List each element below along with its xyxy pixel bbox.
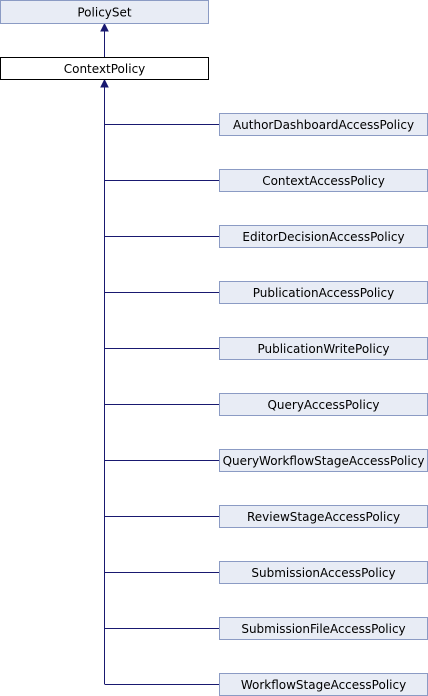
node-submissionaccesspolicy[interactable]: SubmissionAccessPolicy [219, 561, 428, 584]
node-contextaccesspolicy[interactable]: ContextAccessPolicy [219, 169, 428, 192]
node-editordecisionaccesspolicy-label: EditorDecisionAccessPolicy [242, 230, 404, 244]
arrowhead-policyset [100, 22, 109, 32]
node-editordecisionaccesspolicy[interactable]: EditorDecisionAccessPolicy [219, 225, 428, 248]
node-contextaccesspolicy-label: ContextAccessPolicy [262, 174, 385, 188]
node-policyset-box [0, 0, 209, 24]
node-publicationwritepolicy[interactable]: PublicationWritePolicy [219, 337, 428, 360]
node-contextpolicy[interactable]: ContextPolicy [0, 57, 209, 80]
node-queryworkflowstageaccesspolicy-label: QueryWorkflowStageAccessPolicy [223, 454, 425, 468]
node-publicationaccesspolicy-label: PublicationAccessPolicy [253, 286, 394, 300]
node-queryaccesspolicy[interactable]: QueryAccessPolicy [219, 393, 428, 416]
node-submissionfileaccesspolicy[interactable]: SubmissionFileAccessPolicy [219, 617, 428, 640]
node-reviewstageaccesspolicy[interactable]: ReviewStageAccessPolicy [219, 505, 428, 528]
node-submissionfileaccesspolicy-label: SubmissionFileAccessPolicy [241, 622, 405, 636]
arrowhead-contextpolicy [100, 78, 109, 88]
node-authordashboardaccesspolicy-label: AuthorDashboardAccessPolicy [233, 118, 414, 132]
node-contextpolicy-label: ContextPolicy [64, 62, 146, 76]
node-publicationaccesspolicy[interactable]: PublicationAccessPolicy [219, 281, 428, 304]
child-branches [104, 124, 220, 685]
node-authordashboardaccesspolicy[interactable]: AuthorDashboardAccessPolicy [219, 113, 428, 136]
node-queryaccesspolicy-label: QueryAccessPolicy [267, 398, 379, 412]
node-contextpolicy-box [0, 57, 209, 80]
node-workflowstageaccesspolicy-label: WorkflowStageAccessPolicy [241, 678, 406, 692]
node-queryworkflowstageaccesspolicy[interactable]: QueryWorkflowStageAccessPolicy [219, 449, 428, 472]
node-submissionaccesspolicy-label: SubmissionAccessPolicy [251, 566, 395, 580]
child-nodes: AuthorDashboardAccessPolicyContextAccess… [219, 113, 428, 696]
node-reviewstageaccesspolicy-label: ReviewStageAccessPolicy [247, 510, 400, 524]
inheritance-edges [100, 22, 220, 685]
node-policyset[interactable]: PolicySet [0, 0, 209, 24]
node-publicationwritepolicy-label: PublicationWritePolicy [257, 342, 389, 356]
node-workflowstageaccesspolicy[interactable]: WorkflowStageAccessPolicy [219, 673, 428, 696]
node-policyset-label: PolicySet [77, 6, 132, 20]
